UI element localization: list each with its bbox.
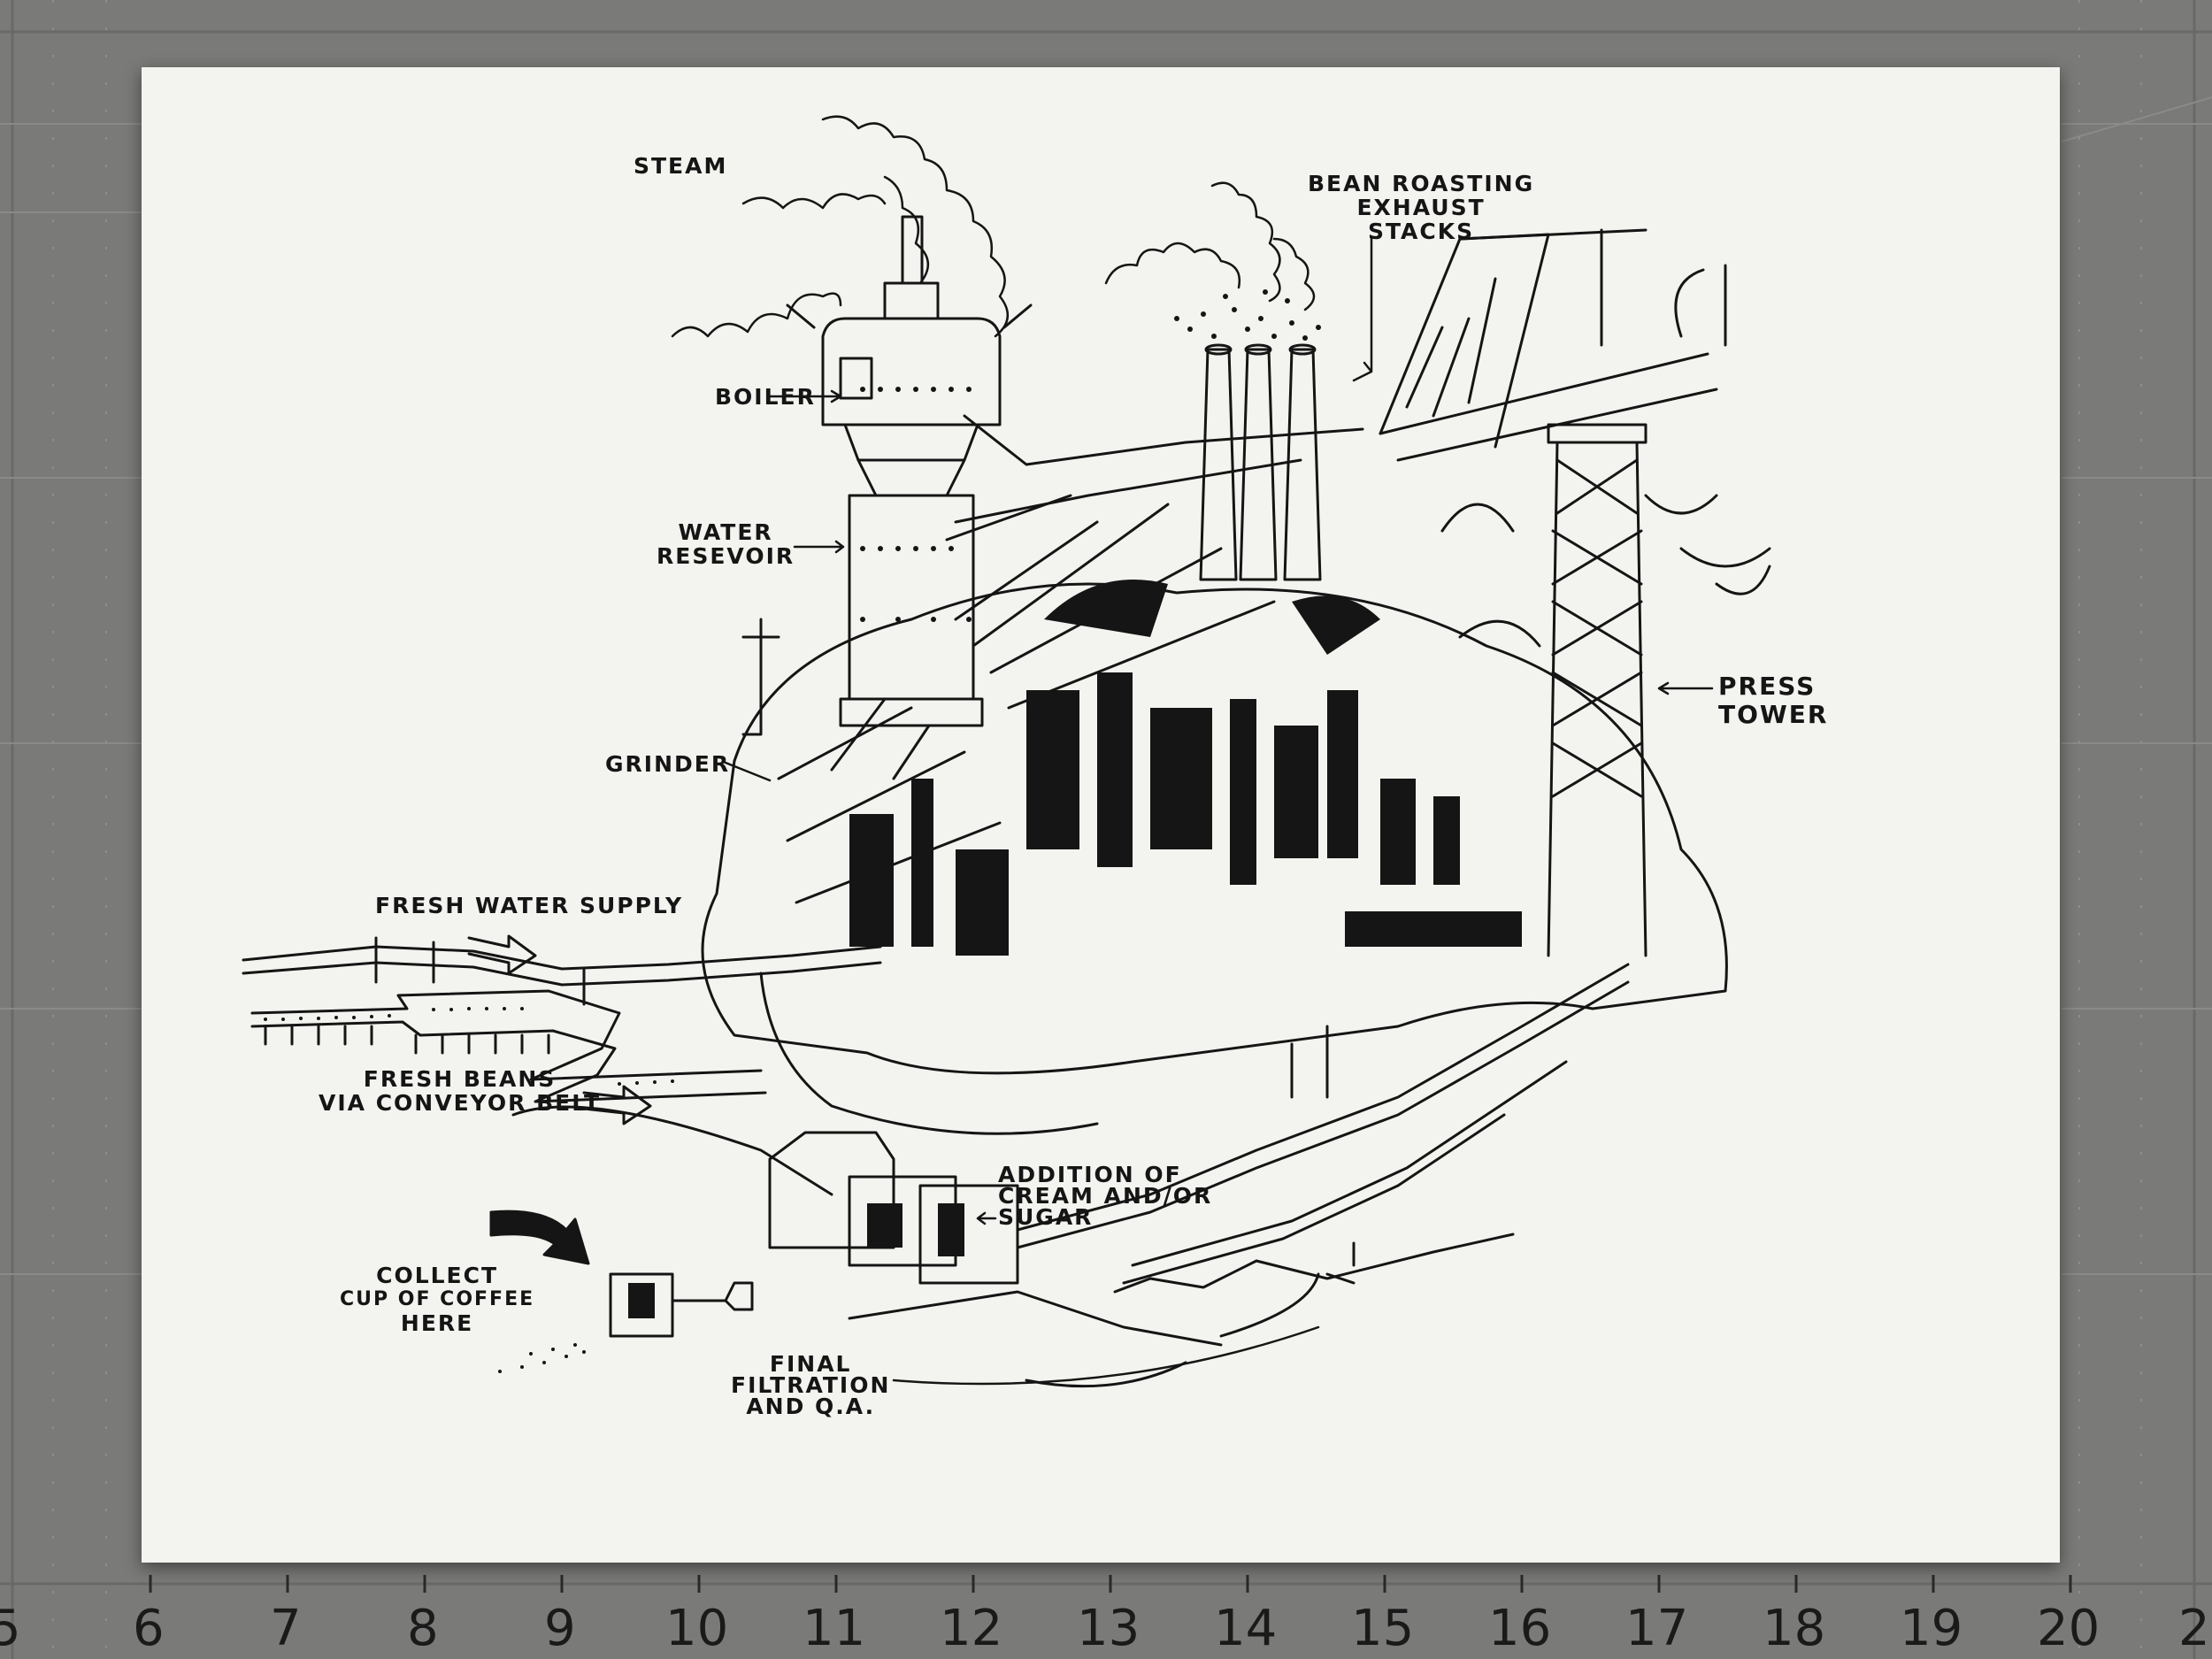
- ruler-number: 5: [0, 1600, 21, 1657]
- label-line: CUP OF COFFEE: [340, 1288, 535, 1310]
- label-bean-roasting-stacks: BEAN ROASTING EXHAUST STACKS: [1308, 172, 1534, 243]
- conveyor-dots: [264, 1007, 674, 1086]
- label-line: RESEVOIR: [657, 543, 795, 569]
- label-line: TOWER: [1718, 700, 1829, 729]
- fresh-water-pipe: [242, 934, 882, 1006]
- machine-body: [701, 503, 1728, 1135]
- exhaust-smoke: [1104, 181, 1316, 311]
- label-line: CREAM AND/OR: [998, 1183, 1213, 1209]
- ruler-number: 11: [803, 1600, 866, 1657]
- label-line: EXHAUST: [1356, 195, 1486, 220]
- ruler-number: 14: [1214, 1600, 1278, 1657]
- ruler-number: 7: [270, 1600, 302, 1657]
- label-final-filtration: FINAL FILTRATION AND Q.A.: [731, 1351, 891, 1419]
- leader-lines: [724, 237, 1714, 1386]
- label-fresh-water-supply: FRESH WATER SUPPLY: [375, 893, 684, 918]
- label-press-tower: PRESS TOWER: [1718, 672, 1828, 729]
- label-line: STACKS: [1367, 219, 1475, 244]
- label-line: COLLECT: [376, 1263, 499, 1288]
- ruler-number: 9: [544, 1600, 576, 1657]
- steam-plume: [671, 115, 1009, 338]
- ruler-number: 17: [1625, 1600, 1689, 1657]
- label-line: WATER: [678, 519, 773, 545]
- label-fresh-beans: FRESH BEANS VIA CONVEYOR BELT: [319, 1067, 601, 1115]
- ruler-number: 2: [2178, 1600, 2210, 1657]
- label-line: VIA CONVEYOR BELT: [319, 1090, 602, 1116]
- label-line: AND Q.A.: [746, 1394, 876, 1419]
- ruler-number: 8: [407, 1600, 439, 1657]
- label-cream-sugar: ADDITION OF CREAM AND/OR SUGAR: [998, 1164, 1212, 1228]
- label-grinder: GRINDER: [605, 751, 731, 777]
- ruler-number: 12: [940, 1600, 1003, 1657]
- press-tower: [1440, 423, 1771, 957]
- ruler-number: 18: [1763, 1600, 1826, 1657]
- smoke-stipple: [1174, 289, 1321, 341]
- label-boiler: BOILER: [715, 384, 816, 410]
- ruler-number: 19: [1900, 1600, 1963, 1657]
- ruler-number: 15: [1351, 1600, 1415, 1657]
- collect-arrow-icon: [489, 1210, 590, 1265]
- label-collect-coffee: COLLECT CUP OF COFFEE HERE: [340, 1263, 534, 1335]
- processing-chain: [511, 963, 1630, 1388]
- pipes: [741, 414, 1364, 780]
- label-line: SUGAR: [998, 1204, 1094, 1230]
- label-line: ADDITION OF: [998, 1162, 1182, 1187]
- label-line: FILTRATION: [731, 1372, 891, 1398]
- coffee-drip-stipple: [498, 1343, 586, 1373]
- ruler-number: 13: [1077, 1600, 1141, 1657]
- label-water-reservoir: WATER RESEVOIR: [657, 520, 795, 568]
- boiler-tower: [786, 215, 1033, 727]
- exhaust-stacks: [1199, 343, 1322, 581]
- ruler-number: 6: [133, 1600, 165, 1657]
- machine-shadows: [849, 580, 1522, 956]
- ruler-number: 10: [665, 1600, 729, 1657]
- chain-shadows: [628, 1203, 964, 1318]
- conveyor-belt: [250, 989, 767, 1125]
- label-line: HERE: [400, 1310, 474, 1336]
- label-steam: STEAM: [634, 153, 728, 179]
- label-line: BEAN ROASTING: [1308, 171, 1535, 196]
- ruler-number: 16: [1488, 1600, 1552, 1657]
- rivets: [860, 387, 972, 622]
- label-line: FRESH BEANS: [363, 1066, 557, 1092]
- label-line: FINAL: [769, 1351, 852, 1377]
- ruler-number: 20: [2037, 1600, 2101, 1657]
- label-line: PRESS: [1718, 672, 1816, 701]
